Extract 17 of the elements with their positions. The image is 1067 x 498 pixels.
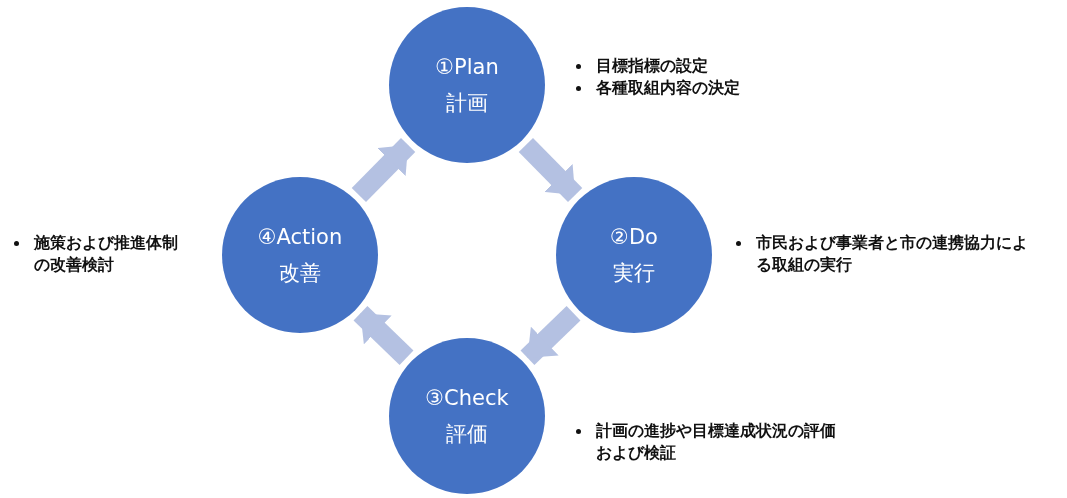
note-text: 目標指標の設定 (596, 56, 708, 75)
arrow (353, 306, 414, 365)
phase-name: ④Action (257, 224, 343, 251)
note-text: 施策および推進体制の改善検討 (34, 233, 178, 274)
phase-label: 実行 (613, 260, 655, 287)
phase-name: ①Plan (435, 54, 499, 81)
note-text: 市民および事業者と市の連携協力による取組の実行 (756, 233, 1028, 274)
phase-label: 計画 (446, 90, 488, 117)
phase-label: 改善 (279, 260, 321, 287)
arrow (351, 137, 416, 203)
note-text: 計画の進捗や目標達成状況の評価および検証 (596, 421, 836, 462)
note-text: 各種取組内容の決定 (596, 78, 740, 97)
arrow (518, 137, 583, 203)
phase-name: ②Do (610, 224, 658, 251)
phase-label: 評価 (446, 421, 488, 448)
phase-name: ③Check (425, 385, 509, 412)
arrow (520, 306, 581, 365)
